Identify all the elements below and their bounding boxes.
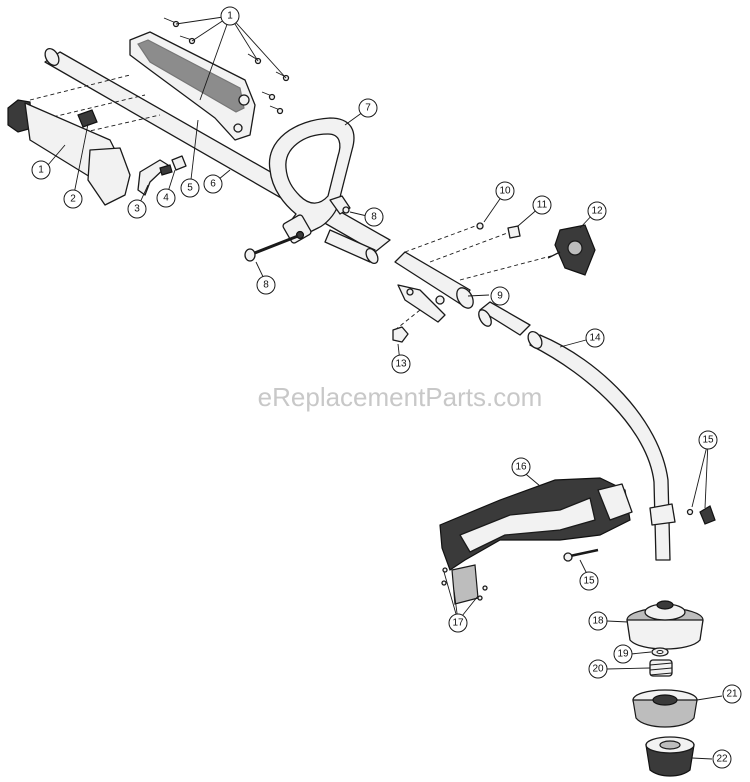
svg-text:21: 21 [726,689,738,700]
callout-4: 4 [156,188,176,208]
callout-21: 21 [722,684,742,704]
callout-9: 9 [490,286,510,306]
spool-21 [632,689,698,728]
callout-15-lower: 15 [579,571,599,591]
svg-text:1: 1 [227,11,233,22]
svg-text:18: 18 [592,616,604,627]
svg-text:1: 1 [38,165,44,176]
svg-text:4: 4 [163,193,169,204]
callout-7: 7 [358,98,378,118]
handle-housing-left [7,99,131,206]
callout-1-left: 1 [31,160,51,180]
callout-12: 12 [587,201,607,221]
nut-13 [392,326,409,343]
svg-text:19: 19 [617,649,629,660]
callout-15-right: 15 [698,430,718,450]
line-cutter-blade [441,564,488,605]
callout-8-upper: 8 [364,207,384,227]
callout-16: 16 [511,457,531,477]
handle-housing-right [129,17,290,141]
assist-handle [268,117,355,244]
callout-8-lower: 8 [256,275,276,295]
svg-text:14: 14 [589,333,601,344]
callout-19: 19 [613,644,633,664]
svg-text:7: 7 [365,103,371,114]
callout-10: 10 [495,181,515,201]
callout-14: 14 [585,328,605,348]
callout-2: 2 [63,189,83,209]
lower-shaft [527,330,671,561]
switch [77,109,98,128]
callout-20: 20 [588,659,608,679]
svg-text:17: 17 [452,618,464,629]
screw-11 [507,225,521,239]
coupler-housing [394,251,474,323]
svg-text:6: 6 [210,179,216,190]
callout-5: 5 [180,178,200,198]
callout-1-top: 1 [220,6,240,26]
knob-12 [547,224,596,276]
bump-knob-22 [645,736,695,777]
callout-18: 18 [588,611,608,631]
svg-text:20: 20 [592,664,604,675]
callout-13: 13 [391,354,411,374]
screw-10 [476,222,484,230]
svg-text:2: 2 [70,194,76,205]
spool-housing-18 [626,600,704,650]
trigger-and-lever [137,155,187,196]
washer-19 [651,647,669,657]
trimmer-guard [439,477,633,571]
callout-11: 11 [532,195,552,215]
svg-text:5: 5 [187,183,193,194]
callout-17: 17 [448,613,468,633]
svg-text:3: 3 [134,204,140,215]
watermark-text: eReplacementParts.com [258,382,543,412]
handle-bolt [244,234,299,262]
svg-text:16: 16 [515,462,527,473]
svg-text:8: 8 [371,212,377,223]
svg-text:12: 12 [591,206,603,217]
guard-bolt [563,548,599,562]
svg-text:13: 13 [395,359,407,370]
spring-20 [649,659,673,677]
svg-text:15: 15 [583,576,595,587]
guard-clamp [649,503,716,526]
svg-text:11: 11 [537,200,548,211]
lower-coupler-tube [478,301,531,336]
callout-22: 22 [712,749,732,769]
svg-text:22: 22 [716,754,728,765]
shaft-coupler [324,229,379,265]
svg-text:10: 10 [499,186,511,197]
callout-3: 3 [127,199,147,219]
svg-text:9: 9 [497,291,503,302]
svg-text:15: 15 [702,435,714,446]
callout-6: 6 [203,174,223,194]
svg-text:8: 8 [263,280,269,291]
